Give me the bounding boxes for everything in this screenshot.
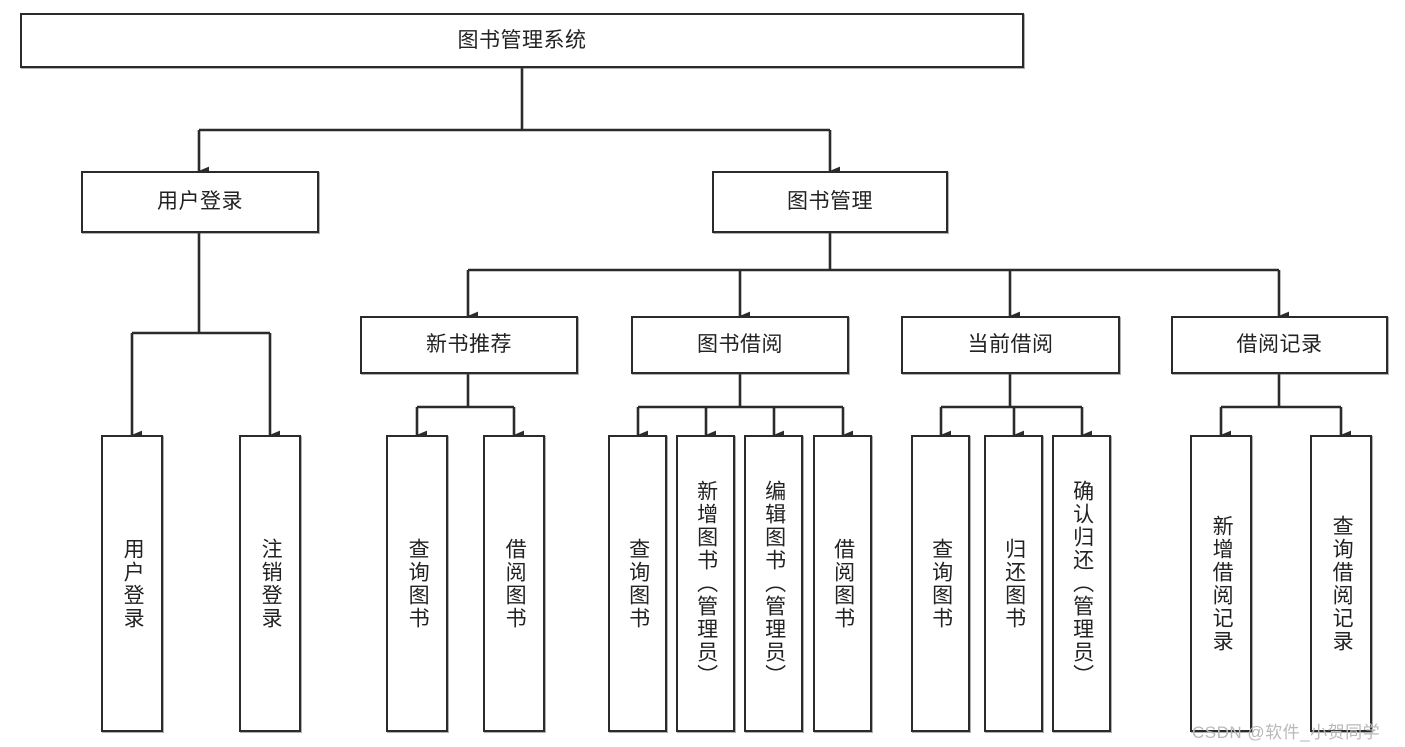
node-label-leaf-query-book-3: 查询图书 [929,537,953,630]
node-leaf-borrow-book-2[interactable]: 借阅图书 [813,435,872,732]
node-label-new-book-recommend: 新书推荐 [426,333,512,357]
node-leaf-logout[interactable]: 注销登录 [239,435,301,732]
node-root[interactable]: 图书管理系统 [20,13,1024,68]
node-borrow-record[interactable]: 借阅记录 [1171,316,1388,374]
node-new-book-recommend[interactable]: 新书推荐 [360,316,578,374]
node-user-login[interactable]: 用户登录 [81,171,319,233]
node-label-leaf-query-book-1: 查询图书 [406,537,430,630]
node-leaf-edit-book[interactable]: 编辑图书（管理员） [744,435,803,732]
node-label-root: 图书管理系统 [457,28,587,52]
node-leaf-add-book[interactable]: 新增图书（管理员） [676,435,735,732]
node-label-leaf-edit-book: 编辑图书（管理员） [762,480,786,687]
node-leaf-borrow-book-1[interactable]: 借阅图书 [483,435,545,732]
node-leaf-return-book[interactable]: 归还图书 [984,435,1043,732]
node-label-leaf-borrow-book-2: 借阅图书 [831,537,855,630]
node-label-book-borrow: 图书借阅 [697,333,783,357]
node-label-leaf-query-book-2: 查询图书 [626,537,650,630]
node-label-current-borrow: 当前借阅 [967,333,1054,357]
node-label-leaf-borrow-book-1: 借阅图书 [503,537,527,630]
node-leaf-query-book-3[interactable]: 查询图书 [911,435,970,732]
node-label-leaf-user-login: 用户登录 [121,537,145,630]
node-label-leaf-return-book: 归还图书 [1002,537,1026,630]
node-label-leaf-add-record: 新增借阅记录 [1210,514,1234,653]
node-leaf-add-record[interactable]: 新增借阅记录 [1190,435,1252,732]
node-label-leaf-confirm-return: 确认归还（管理员） [1070,480,1094,687]
node-book-manage[interactable]: 图书管理 [712,171,948,233]
node-label-user-login: 用户登录 [157,190,243,214]
node-label-leaf-query-record: 查询借阅记录 [1330,514,1354,653]
node-label-borrow-record: 借阅记录 [1236,333,1323,357]
node-current-borrow[interactable]: 当前借阅 [901,316,1120,374]
node-label-leaf-logout: 注销登录 [259,537,283,630]
node-leaf-query-record[interactable]: 查询借阅记录 [1310,435,1372,732]
node-leaf-confirm-return[interactable]: 确认归还（管理员） [1052,435,1111,732]
node-leaf-query-book-1[interactable]: 查询图书 [386,435,448,732]
node-book-borrow[interactable]: 图书借阅 [631,316,849,374]
node-leaf-query-book-2[interactable]: 查询图书 [608,435,667,732]
node-label-leaf-add-book: 新增图书（管理员） [694,480,718,687]
node-leaf-user-login[interactable]: 用户登录 [101,435,163,732]
node-label-book-manage: 图书管理 [787,190,873,214]
